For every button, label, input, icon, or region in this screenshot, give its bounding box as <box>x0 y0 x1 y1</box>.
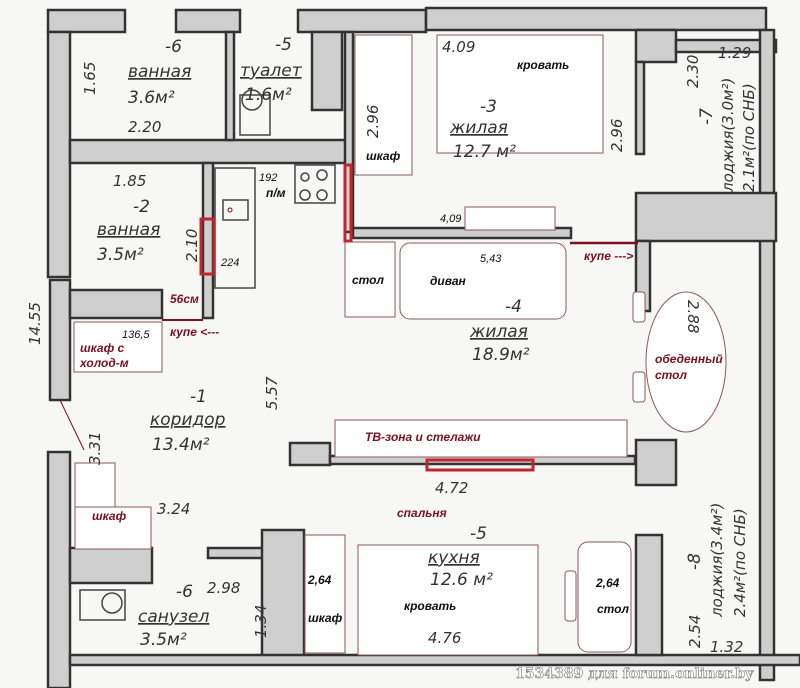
dimension: 2.10 <box>183 229 201 262</box>
room-name: жилая <box>469 322 528 342</box>
room-number: -8 <box>685 553 705 570</box>
table-left <box>344 241 396 318</box>
dimension: 2.20 <box>128 118 161 136</box>
closet-corridor <box>74 506 152 550</box>
room-number: -4 <box>505 297 522 317</box>
dimension: 2.30 <box>684 55 702 88</box>
closet-label: шкаф <box>366 149 401 163</box>
dishwasher-label: п/м <box>266 186 286 200</box>
dimension: 1.85 <box>113 172 146 190</box>
dimension: 3.24 <box>157 500 190 518</box>
dining-table <box>645 291 727 433</box>
dimension: 2.98 <box>207 579 240 597</box>
room-area: 3.5м² <box>97 245 144 265</box>
dimension: 4.09 <box>442 38 475 56</box>
dining-table-label: обеденный <box>655 352 723 366</box>
sofa <box>399 242 567 320</box>
room-name: жилая <box>449 118 508 138</box>
room-number: -2 <box>133 197 150 217</box>
tv-zone <box>334 419 628 458</box>
walls <box>46 6 800 688</box>
dimension: 3.31 <box>86 432 104 465</box>
coupe-door-tv <box>425 458 535 472</box>
dimension: 5.57 <box>263 376 281 410</box>
kitchen-length-label: 224 <box>220 257 239 269</box>
dimension: 1.29 <box>718 44 751 62</box>
room-area: 3.6м² <box>128 88 175 108</box>
length-label: 2,64 <box>595 576 620 590</box>
room-name: ванная <box>97 220 160 240</box>
room-area: 2.4м²(по СНБ) <box>731 508 749 617</box>
dimension: 4.76 <box>428 629 461 647</box>
room-number: -5 <box>275 35 292 55</box>
fridge-closet-label: холод-м <box>79 356 129 370</box>
watermark: 1534389 для forum.onliner.by <box>515 666 754 682</box>
dimension: 2.96 <box>364 105 382 138</box>
coupe-door-left <box>199 217 216 276</box>
room-area: 12.7 м² <box>453 142 516 162</box>
closet-bottom <box>304 534 346 654</box>
room-name: кухня <box>428 548 480 568</box>
room-area: 2.1м²(по СНБ) <box>740 83 758 192</box>
table-label: стол <box>352 273 385 287</box>
furniture <box>59 34 727 656</box>
table-label: стол <box>597 602 630 616</box>
room-labels: -6 ванная 3.6м² -5 туалет 1.6м² -3 жилая… <box>97 35 758 650</box>
dimension: 1.65 <box>81 62 99 95</box>
room-number: -7 <box>697 108 717 125</box>
dimension: 14.55 <box>26 302 44 345</box>
room-area: 13.4м² <box>152 435 210 455</box>
dimension: 2.88 <box>684 300 702 333</box>
room-name: санузел <box>138 607 209 627</box>
room-name: лоджия(3.4м²) <box>708 503 726 618</box>
room-name: туалет <box>240 61 303 81</box>
room-area: 1.6м² <box>245 85 292 105</box>
closet-width-label: 136,5 <box>122 329 150 341</box>
closet-label: шкаф <box>308 611 343 625</box>
room-name: коридор <box>150 410 226 430</box>
bed-top <box>436 34 604 154</box>
bedroom-label: спальня <box>397 506 447 520</box>
room-number: -1 <box>190 387 207 407</box>
fridge-width-label: 192 <box>259 172 277 184</box>
room-name: ванная <box>128 62 191 82</box>
length-label: 2,64 <box>307 573 332 587</box>
coupe-right-label: купе ---> <box>584 249 633 263</box>
dimension: 1.34 <box>252 605 270 638</box>
fixtures <box>79 89 336 621</box>
dimension: 1.32 <box>710 638 743 656</box>
depth-label: 56см <box>170 292 199 306</box>
fridge-closet <box>73 321 163 373</box>
bed-label: кровать <box>517 58 569 72</box>
closet-label: шкаф <box>92 509 127 523</box>
length-label: 4,09 <box>440 213 461 225</box>
bed-label: кровать <box>404 599 456 613</box>
dimension: 2.54 <box>686 615 704 648</box>
tv-zone-label: ТВ-зона и стелажи <box>365 430 481 444</box>
room-area: 12.6 м² <box>430 570 493 590</box>
fridge-closet-label: шкаф с <box>80 341 125 355</box>
dining-table-label: стол <box>655 368 688 382</box>
closet-top <box>354 34 413 176</box>
dimension-labels: 1.65 2.20 1.85 2.10 14.55 2.96 4.09 2.96… <box>26 38 751 656</box>
table-bottom <box>577 541 632 653</box>
coupe-left-label: купе <--- <box>170 325 219 339</box>
dimension: 4.72 <box>435 479 468 497</box>
room-area: 18.9м² <box>472 345 530 365</box>
bed-bottom <box>357 544 539 656</box>
room-number: -5 <box>470 524 487 544</box>
dimension: 2.96 <box>608 119 626 152</box>
sofa-label: диван <box>430 274 467 288</box>
room-area: 3.5м² <box>140 630 187 650</box>
room-number: -6 <box>176 582 193 602</box>
room-number: -3 <box>480 97 497 117</box>
length-label: 5,43 <box>480 253 502 265</box>
room-number: -6 <box>165 37 182 57</box>
room-name: лоджия(3.0м²) <box>719 78 737 193</box>
annotations: 192 п/м 224 56см 136,5 шкаф с холод-м ку… <box>79 58 723 625</box>
